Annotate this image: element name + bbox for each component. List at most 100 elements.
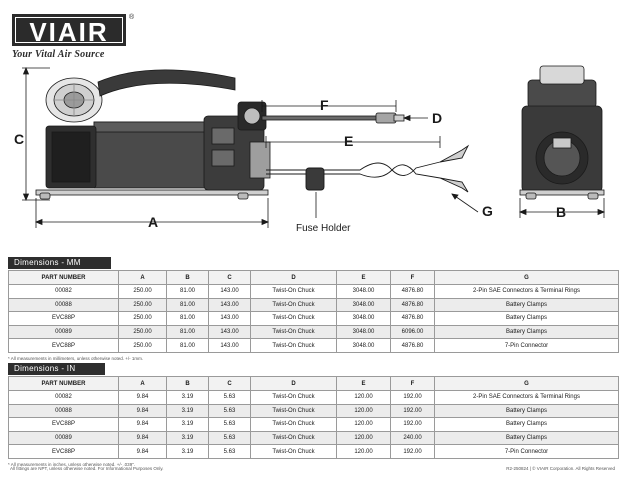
dimensions-mm-heading: Dimensions - MM <box>8 257 111 269</box>
dimension-g-leader <box>451 193 479 213</box>
compressor-front-view <box>519 65 605 200</box>
table-cell: 240.00 <box>390 430 435 446</box>
table-cell: 143.00 <box>208 297 251 313</box>
table-cell: 3.19 <box>166 390 209 405</box>
dim-label-e: E <box>344 133 353 149</box>
table-cell: Twist-On Chuck <box>250 444 337 459</box>
table-cell: 120.00 <box>336 403 391 419</box>
table-cell: 3.19 <box>166 403 209 419</box>
table-cell: 7-Pin Connector <box>434 444 619 459</box>
air-hose <box>261 112 405 124</box>
table-cell: 120.00 <box>336 417 391 432</box>
table-cell: 4876.80 <box>390 338 435 353</box>
power-cord <box>266 144 470 193</box>
table-cell: 5.63 <box>208 390 251 405</box>
dim-label-a: A <box>148 214 158 230</box>
table-cell: 3048.00 <box>336 324 391 340</box>
table-cell: 9.84 <box>118 403 167 419</box>
table-cell: Battery Clamps <box>434 417 619 432</box>
column-header: G <box>434 376 619 391</box>
table-cell: Twist-On Chuck <box>250 430 337 446</box>
table-cell: 250.00 <box>118 311 167 326</box>
table-cell: 143.00 <box>208 284 251 299</box>
table-cell: 00082 <box>8 284 119 299</box>
table-cell: 00088 <box>8 297 119 313</box>
column-header: E <box>336 270 391 285</box>
column-header: B <box>166 376 209 391</box>
dimension-e <box>265 136 441 148</box>
viair-logo: VIAIR ® Your Vital Air Source <box>12 14 134 60</box>
table-cell: 192.00 <box>390 403 435 419</box>
table-cell: 5.63 <box>208 417 251 432</box>
dim-label-d: D <box>432 110 442 126</box>
dim-label-f: F <box>320 97 329 113</box>
column-header: E <box>336 376 391 391</box>
table-cell: 00089 <box>8 430 119 446</box>
table-cell: 4876.80 <box>390 284 435 299</box>
table-cell: Battery Clamps <box>434 311 619 326</box>
dimension-d-leader <box>402 114 428 122</box>
footer-copyright: R2-250824 | © VIAIR Corporation. All Rig… <box>506 466 615 471</box>
table-cell: 00088 <box>8 403 119 419</box>
table-cell: 120.00 <box>336 444 391 459</box>
table-cell: 81.00 <box>166 284 209 299</box>
table-cell: 81.00 <box>166 338 209 353</box>
table-cell: 00082 <box>8 390 119 405</box>
table-cell: EVC88P <box>8 311 119 326</box>
compressor-dimension-drawing: C F <box>14 65 606 234</box>
dimension-f <box>261 100 397 112</box>
column-header: A <box>118 376 167 391</box>
table-cell: Twist-On Chuck <box>250 417 337 432</box>
table-cell: 5.63 <box>208 444 251 459</box>
table-cell: 5.63 <box>208 403 251 419</box>
table-cell: 3048.00 <box>336 338 391 353</box>
table-cell: 3048.00 <box>336 297 391 313</box>
table-cell: 250.00 <box>118 284 167 299</box>
column-header: PART NUMBER <box>8 270 119 285</box>
table-cell: 4876.80 <box>390 297 435 313</box>
in-footnote: * All measurements in inches, unless oth… <box>8 461 136 467</box>
column-header: C <box>208 270 251 285</box>
table-cell: 5.63 <box>208 430 251 446</box>
dim-label-g: G <box>482 203 493 219</box>
table-cell: 81.00 <box>166 324 209 340</box>
table-cell: 7-Pin Connector <box>434 338 619 353</box>
table-cell: 2-Pin SAE Connectors & Terminal Rings <box>434 284 619 299</box>
column-header: PART NUMBER <box>8 376 119 391</box>
mm-footnote: * All measurements in millimeters, unles… <box>8 355 144 361</box>
table-cell: 4876.80 <box>390 311 435 326</box>
table-cell: Twist-On Chuck <box>250 338 337 353</box>
table-cell: 143.00 <box>208 324 251 340</box>
table-cell: 250.00 <box>118 297 167 313</box>
table-cell: 192.00 <box>390 444 435 459</box>
column-header: B <box>166 270 209 285</box>
table-cell: Battery Clamps <box>434 403 619 419</box>
table-cell: Twist-On Chuck <box>250 284 337 299</box>
table-cell: 9.84 <box>118 444 167 459</box>
table-cell: 3.19 <box>166 417 209 432</box>
table-cell: 00089 <box>8 324 119 340</box>
column-header: F <box>390 270 435 285</box>
table-cell: 250.00 <box>118 338 167 353</box>
column-header: D <box>250 270 337 285</box>
table-cell: 143.00 <box>208 311 251 326</box>
table-cell: 3048.00 <box>336 311 391 326</box>
dimension-a <box>34 198 270 228</box>
table-cell: Battery Clamps <box>434 297 619 313</box>
table-cell: 120.00 <box>336 390 391 405</box>
table-cell: EVC88P <box>8 338 119 353</box>
